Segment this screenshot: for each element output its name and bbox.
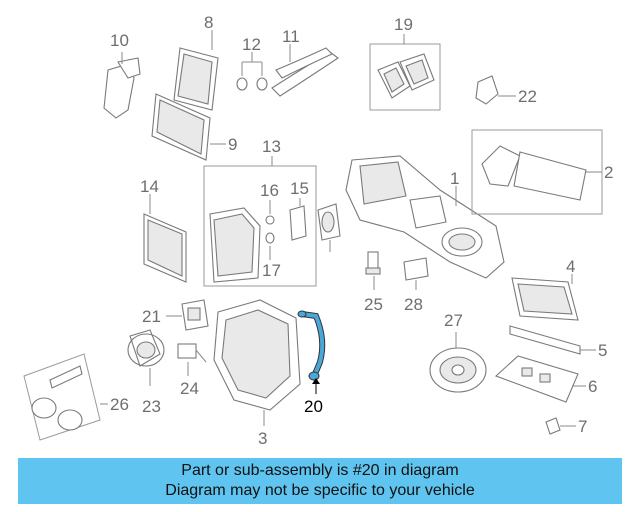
callout-22: 22 xyxy=(518,87,537,106)
callout-26: 26 xyxy=(110,395,129,414)
callout-11: 11 xyxy=(282,27,300,46)
callout-3: 3 xyxy=(258,429,267,448)
part-2-cover xyxy=(471,129,603,215)
part-28-bracket xyxy=(403,257,429,290)
banner-line-1: Part or sub-assembly is #20 in diagram xyxy=(181,462,459,479)
callout-27: 27 xyxy=(444,311,463,330)
callout-7: 7 xyxy=(578,417,587,436)
part-26-kit xyxy=(23,353,108,441)
part-22-clip xyxy=(475,75,516,105)
part-23-motor xyxy=(127,329,165,386)
callout-4: 4 xyxy=(566,257,575,276)
part-10-bracket xyxy=(103,52,141,119)
callout-19: 19 xyxy=(394,15,413,34)
info-banner: Part or sub-assembly is #20 in diagram D… xyxy=(18,458,622,504)
callout-28: 28 xyxy=(404,295,423,314)
part-7-resistor xyxy=(545,417,576,435)
banner-line-2: Diagram may not be specific to your vehi… xyxy=(165,482,475,499)
parts-diagram: 10 8 9 12 11 19 xyxy=(23,13,613,448)
callout-24: 24 xyxy=(180,379,199,398)
part-21-actuator xyxy=(166,299,209,331)
part-9-filter xyxy=(151,93,226,161)
callout-20: 20 xyxy=(304,397,323,416)
callout-16: 16 xyxy=(260,181,279,200)
part-1-housing xyxy=(345,155,505,279)
part-27-blower-motor xyxy=(429,332,487,393)
callout-17: 17 xyxy=(262,261,281,280)
callout-25: 25 xyxy=(364,295,383,314)
part-13-evaporator-kit xyxy=(203,156,317,287)
part-3-lower-housing xyxy=(213,299,301,426)
part-6-control-board xyxy=(494,355,586,403)
callout-15: 15 xyxy=(290,179,309,198)
callout-2: 2 xyxy=(604,163,613,182)
part-12-orings xyxy=(236,52,268,91)
callout-23: 23 xyxy=(142,397,161,416)
callout-13: 13 xyxy=(262,137,281,156)
callout-21: 21 xyxy=(142,307,161,326)
callout-9: 9 xyxy=(228,135,237,154)
callout-10: 10 xyxy=(110,31,129,50)
part-20-drain-hose xyxy=(297,310,326,394)
callout-5: 5 xyxy=(598,341,607,360)
part-25-sensor xyxy=(365,251,381,290)
callout-6: 6 xyxy=(588,377,597,396)
part-24-sensor xyxy=(177,343,207,376)
callout-14: 14 xyxy=(140,177,159,196)
part-8-filter xyxy=(173,30,219,111)
part-11-pipe xyxy=(271,44,339,97)
part-19-gaskets xyxy=(369,34,441,111)
part-4-cabin-filter xyxy=(511,274,579,321)
part-5-strip xyxy=(509,325,596,355)
callout-8: 8 xyxy=(204,13,213,32)
part-14-filter-frame xyxy=(143,194,187,283)
callout-12: 12 xyxy=(242,35,261,54)
callout-1: 1 xyxy=(450,169,459,188)
part-18-actuator xyxy=(317,203,341,252)
